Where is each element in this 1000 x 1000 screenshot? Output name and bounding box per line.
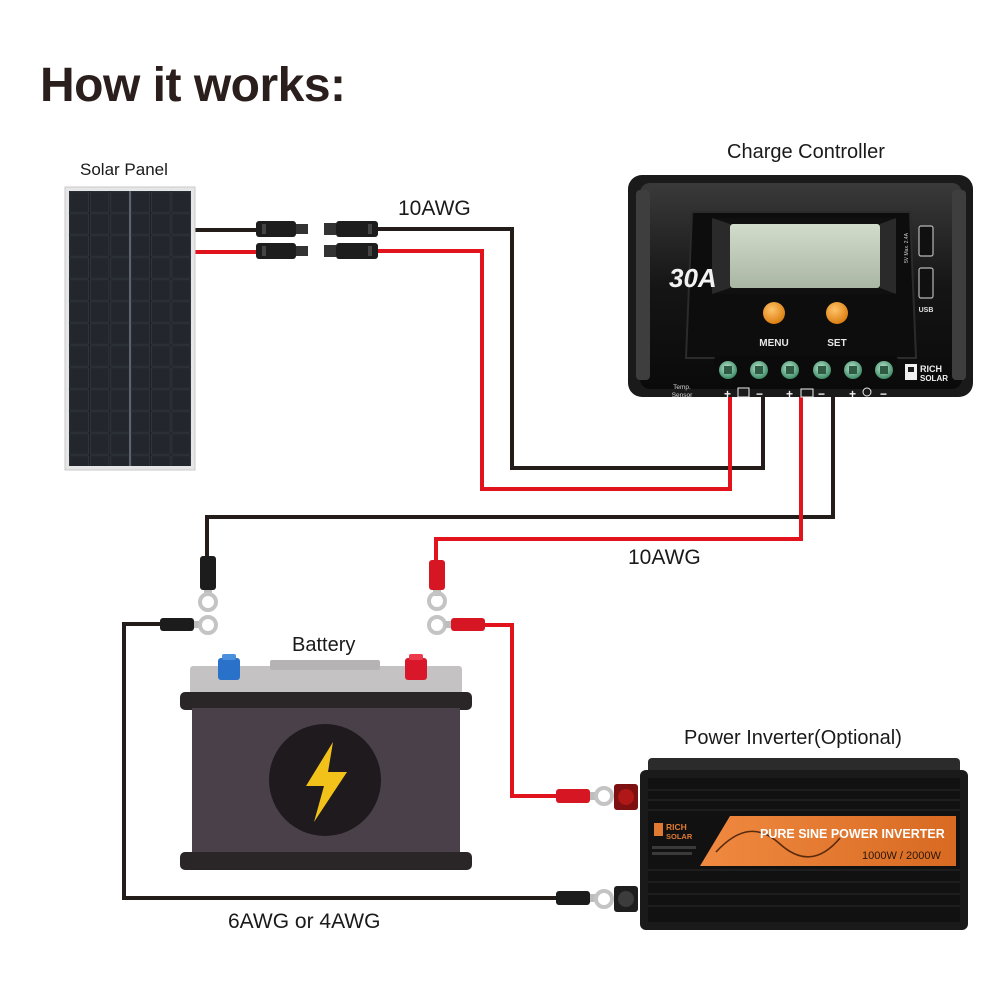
- page-title: How it works:: [40, 59, 346, 112]
- controller-battery-positive-wire: [434, 396, 803, 560]
- wire-gauge-label-inverter: 6AWG or 4AWG: [228, 910, 381, 933]
- svg-text:+: +: [786, 387, 793, 401]
- ring-terminal-inverter-positive: [556, 786, 614, 806]
- svg-text:RICH: RICH: [666, 822, 687, 832]
- polarity-symbols: + − + − + −: [724, 387, 887, 401]
- solar-panel-label: Solar Panel: [80, 160, 168, 179]
- battery-negative-post: [218, 658, 240, 680]
- svg-text:SOLAR: SOLAR: [666, 832, 693, 841]
- inverter-logo: RICH SOLAR: [654, 822, 693, 841]
- temp-sensor-label-2: Sensor: [672, 392, 693, 399]
- inverter-label: Power Inverter(Optional): [684, 727, 902, 749]
- current-rating: 30A: [669, 263, 717, 293]
- menu-label: MENU: [759, 338, 788, 349]
- usb-spec: 5V Max. 2.4A: [904, 232, 910, 263]
- solar-panel: [64, 186, 196, 471]
- usb-port-1: [918, 225, 934, 257]
- power-inverter: PURE SINE POWER INVERTER 1000W / 2000W R…: [614, 758, 968, 930]
- battery-inverter-negative-wire: [122, 622, 556, 900]
- inverter-negative-terminal: [614, 886, 638, 912]
- ring-terminal-inverter-negative: [556, 889, 614, 909]
- svg-text:SOLAR: SOLAR: [920, 374, 948, 383]
- battery-positive-post: [405, 658, 427, 680]
- menu-knob: [763, 302, 785, 324]
- temp-sensor-label-1: Temp.: [673, 384, 691, 391]
- ring-terminal-controller-positive: [427, 560, 447, 611]
- usb-port-2: [918, 267, 934, 299]
- ring-terminal-controller-negative: [198, 556, 218, 612]
- controller-logo: RICH SOLAR: [905, 364, 948, 383]
- controller-battery-negative-wire: [205, 396, 835, 556]
- inverter-band-spec: 1000W / 2000W: [862, 850, 941, 862]
- mc4-connectors: [256, 221, 378, 259]
- inverter-band: [700, 816, 956, 866]
- wire-gauge-label-battery: 10AWG: [628, 546, 701, 569]
- battery-inverter-positive-wire: [483, 623, 557, 798]
- ring-terminal-battery-positive: [427, 615, 485, 635]
- battery-label: Battery: [292, 634, 356, 656]
- panel-positive-wire: [193, 249, 732, 491]
- battery: [180, 654, 472, 870]
- set-label: SET: [827, 338, 846, 349]
- svg-text:−: −: [880, 387, 887, 401]
- set-knob: [826, 302, 848, 324]
- usb-label: USB: [919, 307, 934, 314]
- charge-controller-label: Charge Controller: [727, 141, 885, 163]
- ring-terminal-battery-negative: [160, 615, 218, 635]
- ring-terminals: [160, 556, 614, 909]
- svg-text:RICH: RICH: [920, 364, 942, 374]
- svg-text:+: +: [849, 387, 856, 401]
- inverter-positive-terminal: [614, 784, 638, 810]
- charge-controller: MENU SET 30A 5V Max. 2.4A USB: [628, 175, 973, 401]
- mc4-connector-positive: [256, 243, 378, 259]
- svg-text:−: −: [818, 387, 825, 401]
- lightning-bolt-icon: [306, 742, 347, 822]
- wire-gauge-label-panel: 10AWG: [398, 197, 471, 220]
- svg-text:−: −: [756, 387, 763, 401]
- mc4-connector-negative: [256, 221, 378, 237]
- wiring: [122, 227, 835, 900]
- panel-negative-wire: [193, 227, 765, 470]
- svg-text:+: +: [724, 387, 731, 401]
- inverter-band-title: PURE SINE POWER INVERTER: [760, 827, 945, 841]
